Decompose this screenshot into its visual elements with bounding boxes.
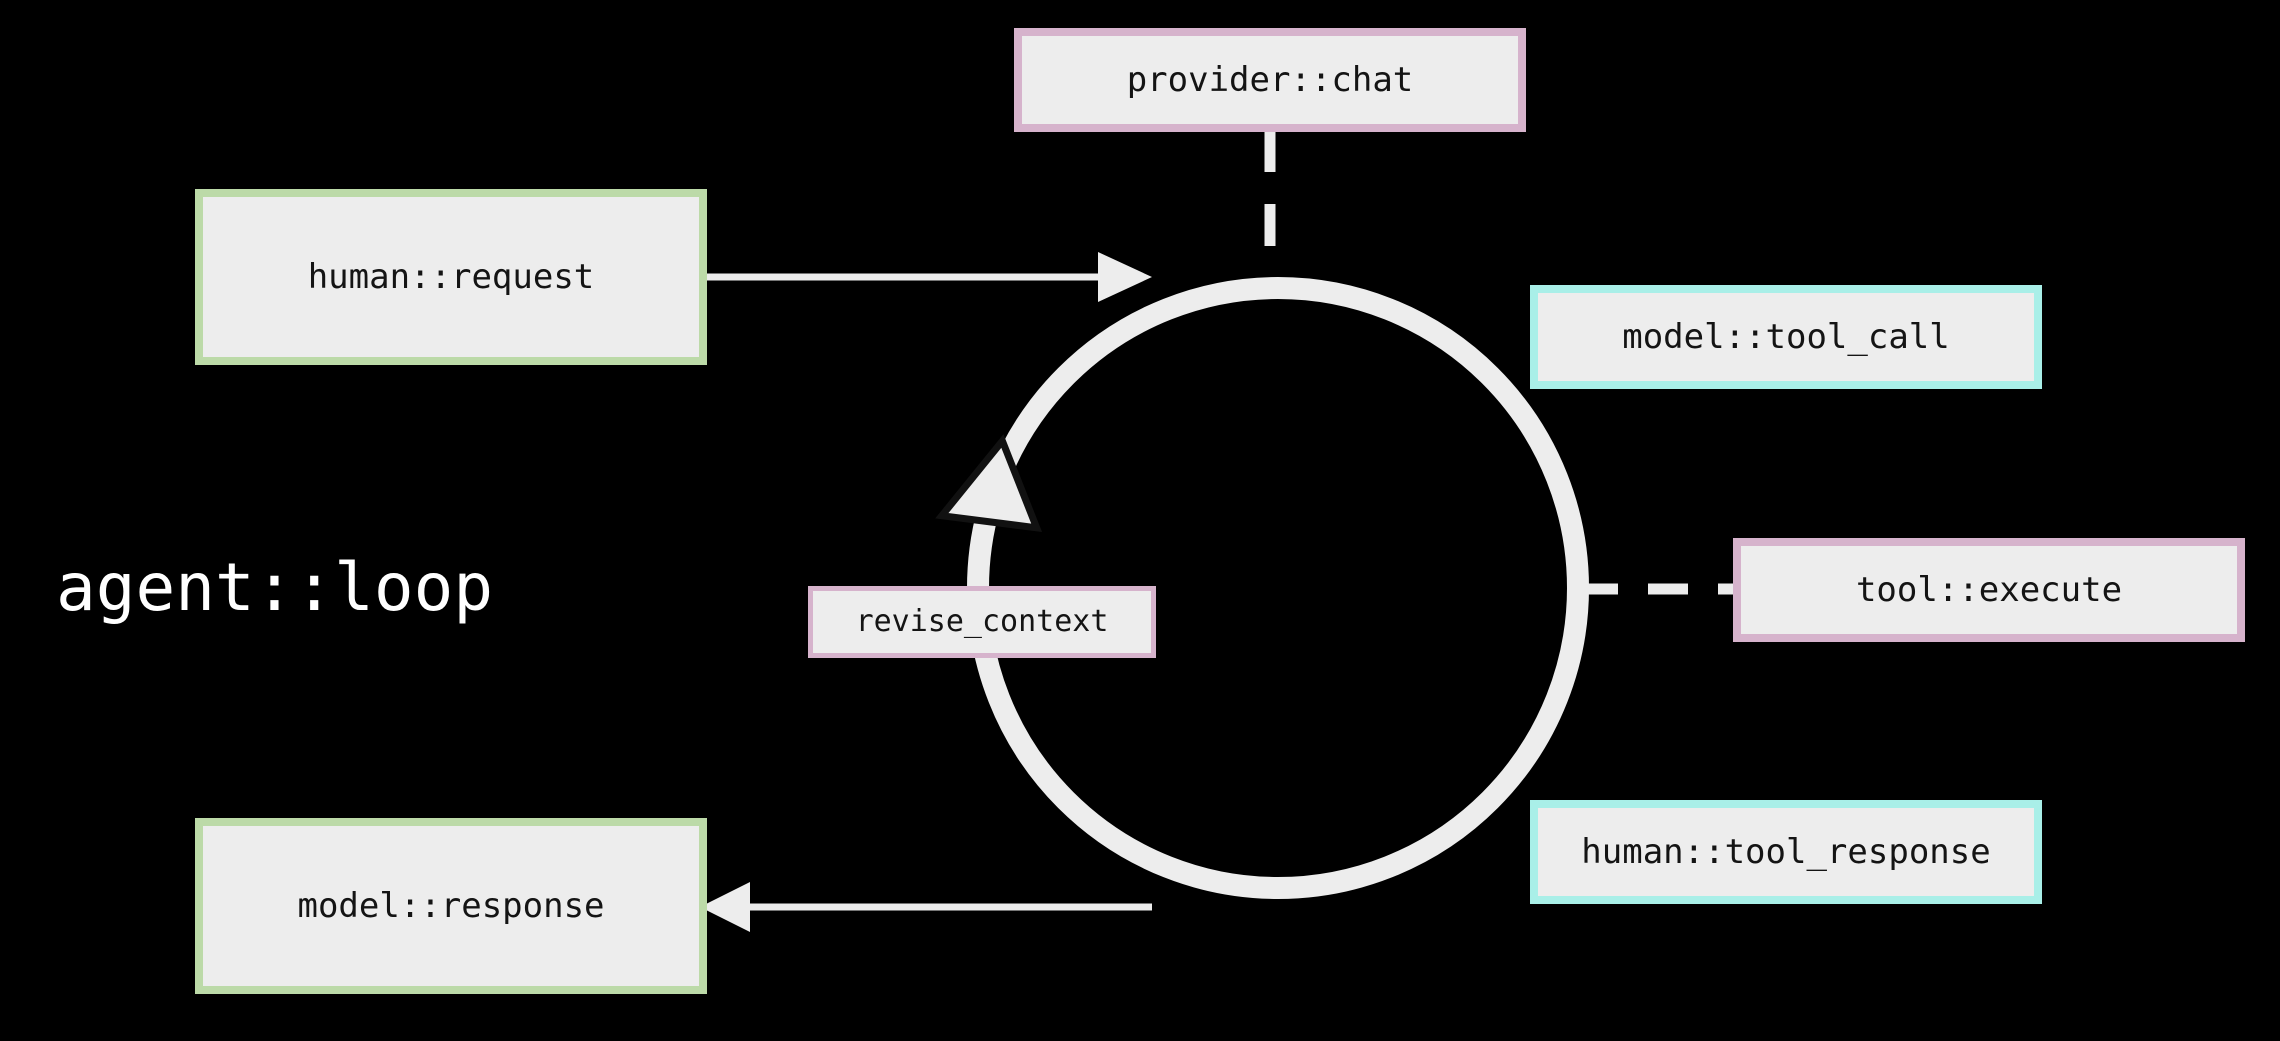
node-label-model-tool-call: model::tool_call: [1622, 317, 1950, 357]
node-label-model-response: model::response: [297, 886, 605, 926]
node-revise-context[interactable]: revise_context: [808, 586, 1156, 658]
node-tool-execute[interactable]: tool::execute: [1733, 538, 2245, 642]
node-provider-chat[interactable]: provider::chat: [1014, 28, 1526, 132]
node-model-tool-call[interactable]: model::tool_call: [1530, 285, 2042, 389]
node-label-human-tool-response: human::tool_response: [1581, 832, 1991, 872]
node-model-response[interactable]: model::response: [195, 818, 707, 994]
page-title: agent::loop: [56, 549, 494, 626]
edge-human-request-arrow: [706, 252, 1152, 302]
node-human-tool-response[interactable]: human::tool_response: [1530, 800, 2042, 904]
node-label-human-request: human::request: [307, 257, 595, 297]
node-label-tool-execute: tool::execute: [1855, 570, 2123, 610]
node-label-provider-chat: provider::chat: [1126, 60, 1414, 100]
loop-arrowhead-icon: [935, 434, 1043, 533]
node-human-request[interactable]: human::request: [195, 189, 707, 365]
node-label-revise-context: revise_context: [855, 604, 1109, 639]
edge-model-response-arrow: [700, 882, 1152, 932]
